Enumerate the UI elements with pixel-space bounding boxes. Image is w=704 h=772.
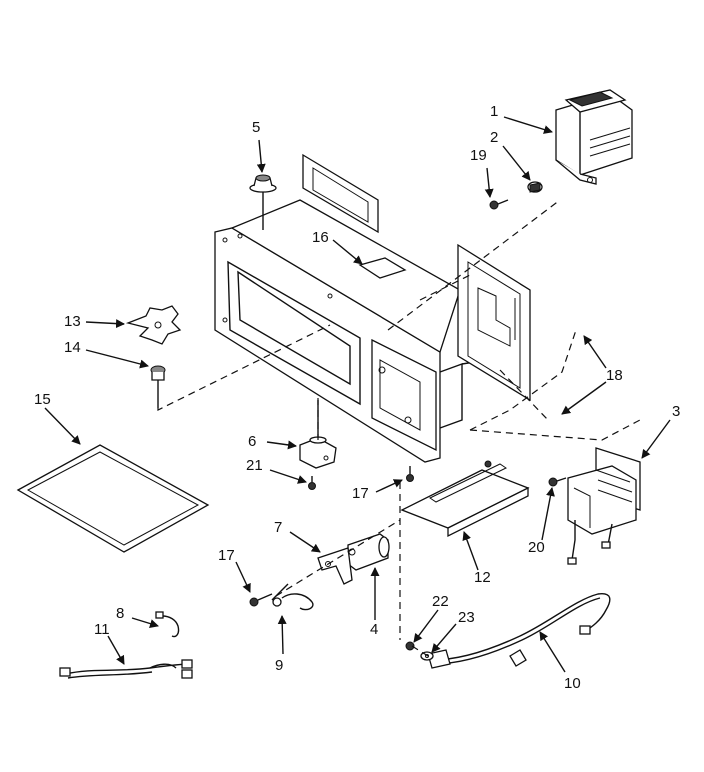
high-voltage-assembly [567,447,641,565]
transformer [555,89,633,185]
callout-10: 10 [564,675,581,692]
callout-2: 2 [490,129,499,146]
callout-6: 6 [248,433,257,450]
callout-15: 15 [34,391,51,408]
callout-14: 14 [64,339,81,356]
callout-19: 19 [470,147,487,164]
callout-12: 12 [474,569,491,586]
screw-17-upper [406,466,414,482]
capacitor [317,533,390,585]
fuse [155,611,180,638]
callout-17-upper: 17 [352,485,369,502]
stirrer-coupler [150,365,166,408]
label-plate [358,257,407,279]
chassis-frame [214,153,501,463]
thermal-cutout [527,181,543,193]
power-cord [427,593,611,669]
callout-17-lower: 17 [218,547,235,564]
callout-18: 18 [606,367,623,384]
callout-16: 16 [312,229,329,246]
callout-9: 9 [275,657,284,674]
diode [271,583,314,611]
callout-20: 20 [528,539,545,556]
callout-11: 11 [94,621,110,638]
callout-leaders [44,116,671,673]
assembly-lines [157,199,641,657]
callout-1: 1 [490,103,499,120]
screw-22 [405,641,415,651]
stirrer-blade [125,305,182,345]
callout-21: 21 [246,457,263,474]
callout-7: 7 [274,519,283,536]
wire-harness [59,659,193,679]
callout-5: 5 [252,119,261,136]
screw-21 [308,476,316,490]
screw-17-lower [249,593,273,607]
mounting-bracket [400,460,530,538]
tray-panel [16,444,210,553]
thermostat [249,174,277,230]
callout-4: 4 [370,621,379,638]
side-panel [457,243,531,402]
screw-19 [489,199,509,210]
callout-3: 3 [672,403,681,420]
callout-23: 23 [458,609,475,626]
callout-13: 13 [64,313,81,330]
screw-20 [548,477,567,487]
callout-22: 22 [432,593,449,610]
callout-8: 8 [116,605,125,622]
